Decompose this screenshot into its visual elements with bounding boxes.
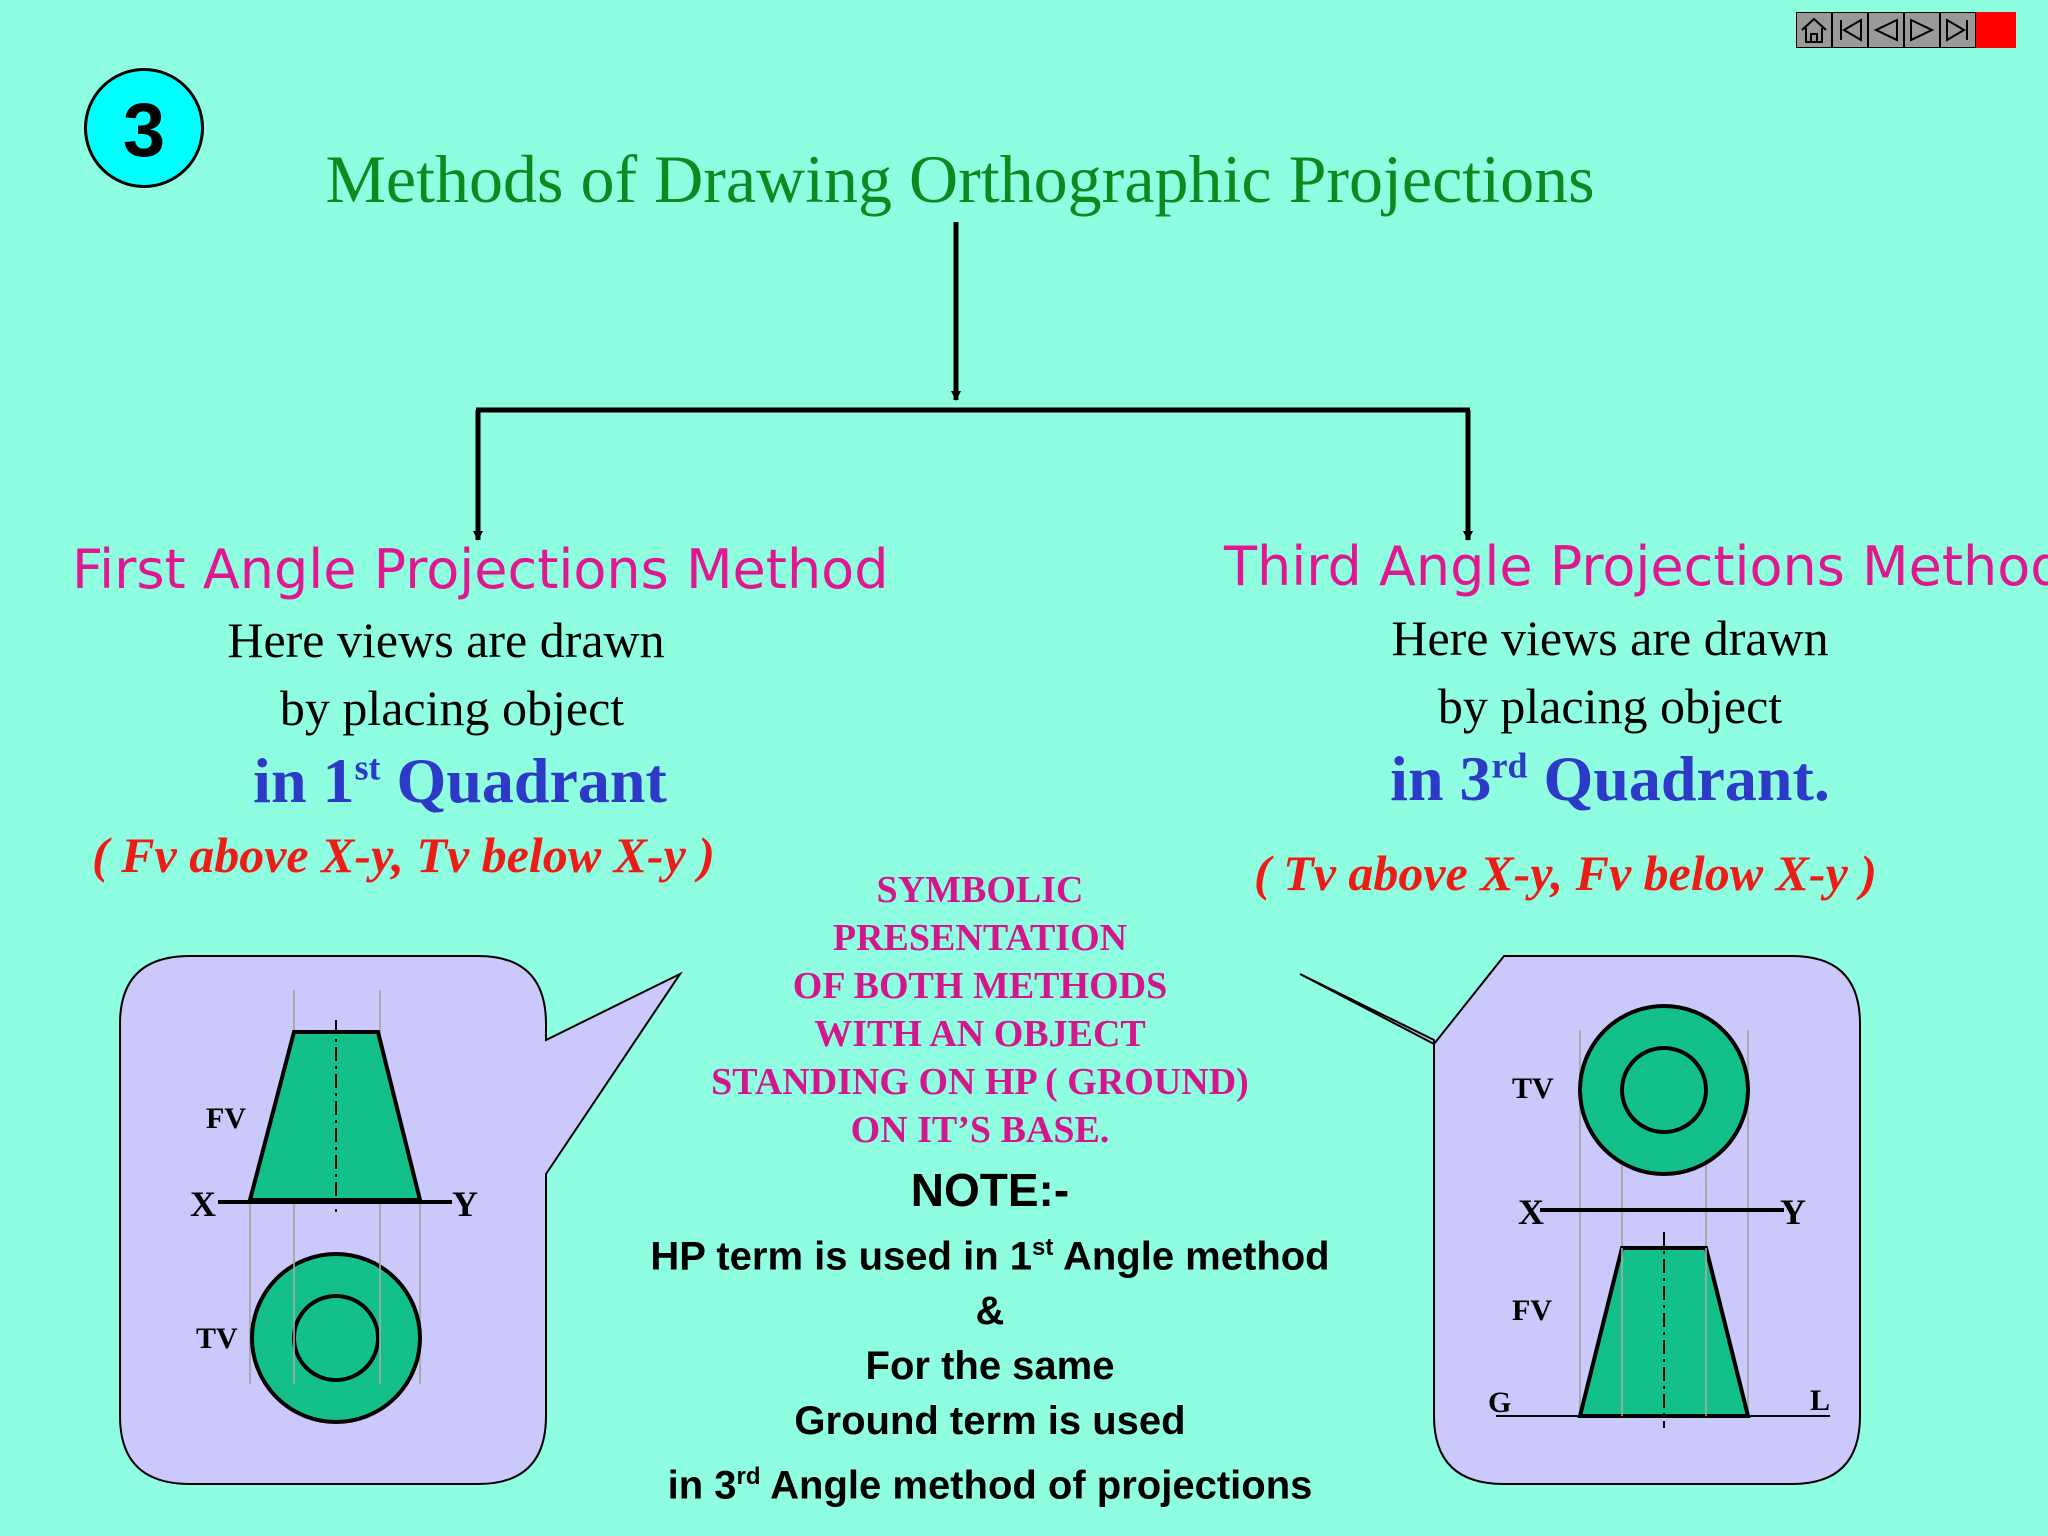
symbolic-line: WITH AN OBJECT bbox=[814, 1013, 1146, 1055]
third-angle-heading: Third Angle Projections Method bbox=[1224, 535, 2048, 598]
symbolic-presentation-text: SYMBOLIC PRESENTATION OF BOTH METHODS WI… bbox=[680, 866, 1280, 1154]
symbolic-line: ON IT’S BASE. bbox=[850, 1109, 1110, 1151]
note-line-2: & bbox=[975, 1289, 1005, 1334]
symbolic-line: PRESENTATION bbox=[832, 917, 1128, 959]
third-angle-line1: Here views are drawn bbox=[1391, 610, 1829, 666]
left-fv-label: FV bbox=[206, 1102, 246, 1135]
first-angle-line1: Here views are drawn bbox=[227, 612, 665, 668]
third-angle-quadrant: in 3rd Quadrant. bbox=[1390, 743, 1830, 814]
note-line-1: HP term is used in 1st Angle method bbox=[650, 1234, 1330, 1279]
slide-navigation bbox=[1796, 12, 2016, 48]
left-x-label: X bbox=[190, 1184, 216, 1224]
top-view-inner-circle bbox=[1620, 1046, 1708, 1134]
note-line-3: For the same bbox=[865, 1344, 1115, 1389]
previous-icon[interactable] bbox=[1868, 12, 1904, 48]
third-angle-line2: by placing object bbox=[1437, 678, 1783, 734]
last-slide-icon[interactable] bbox=[1940, 12, 1976, 48]
slide-number-badge: 3 bbox=[84, 68, 204, 188]
third-angle-note: ( Tv above X-y, Fv below X-y ) bbox=[1254, 845, 1877, 901]
right-y-label: Y bbox=[1780, 1192, 1806, 1232]
right-fv-label: FV bbox=[1512, 1294, 1552, 1327]
first-slide-icon[interactable] bbox=[1832, 12, 1868, 48]
first-angle-note: ( Fv above X-y, Tv below X-y ) bbox=[92, 827, 715, 883]
page-title: Methods of Drawing Orthographic Projecti… bbox=[325, 141, 1595, 217]
symbolic-line: SYMBOLIC bbox=[876, 869, 1084, 911]
connector-tree bbox=[473, 222, 1473, 541]
right-g-label: G bbox=[1488, 1386, 1511, 1419]
left-y-label: Y bbox=[452, 1184, 478, 1224]
note-line-5: in 3rd Angle method of projections bbox=[667, 1463, 1313, 1508]
right-third-angle-diagram bbox=[1496, 1004, 1830, 1428]
home-icon[interactable] bbox=[1796, 12, 1832, 48]
note-line-4: Ground term is used bbox=[794, 1399, 1186, 1444]
first-angle-line2: by placing object bbox=[279, 680, 625, 736]
note-title: NOTE:- bbox=[910, 1164, 1070, 1216]
right-l-label: L bbox=[1810, 1384, 1830, 1417]
close-icon[interactable] bbox=[1976, 12, 2016, 48]
note-block: NOTE:- HP term is used in 1st Angle meth… bbox=[560, 1160, 1420, 1514]
right-x-label: X bbox=[1518, 1192, 1544, 1232]
first-angle-quadrant: in 1st Quadrant bbox=[253, 745, 667, 816]
first-angle-heading: First Angle Projections Method bbox=[72, 538, 889, 601]
top-view-inner-circle bbox=[292, 1294, 380, 1382]
next-icon[interactable] bbox=[1904, 12, 1940, 48]
left-tv-label: TV bbox=[196, 1322, 238, 1355]
symbolic-line: STANDING ON HP ( GROUND) bbox=[711, 1061, 1249, 1103]
right-tv-label: TV bbox=[1512, 1072, 1554, 1105]
left-first-angle-diagram bbox=[218, 990, 452, 1424]
symbolic-line: OF BOTH METHODS bbox=[792, 965, 1168, 1007]
